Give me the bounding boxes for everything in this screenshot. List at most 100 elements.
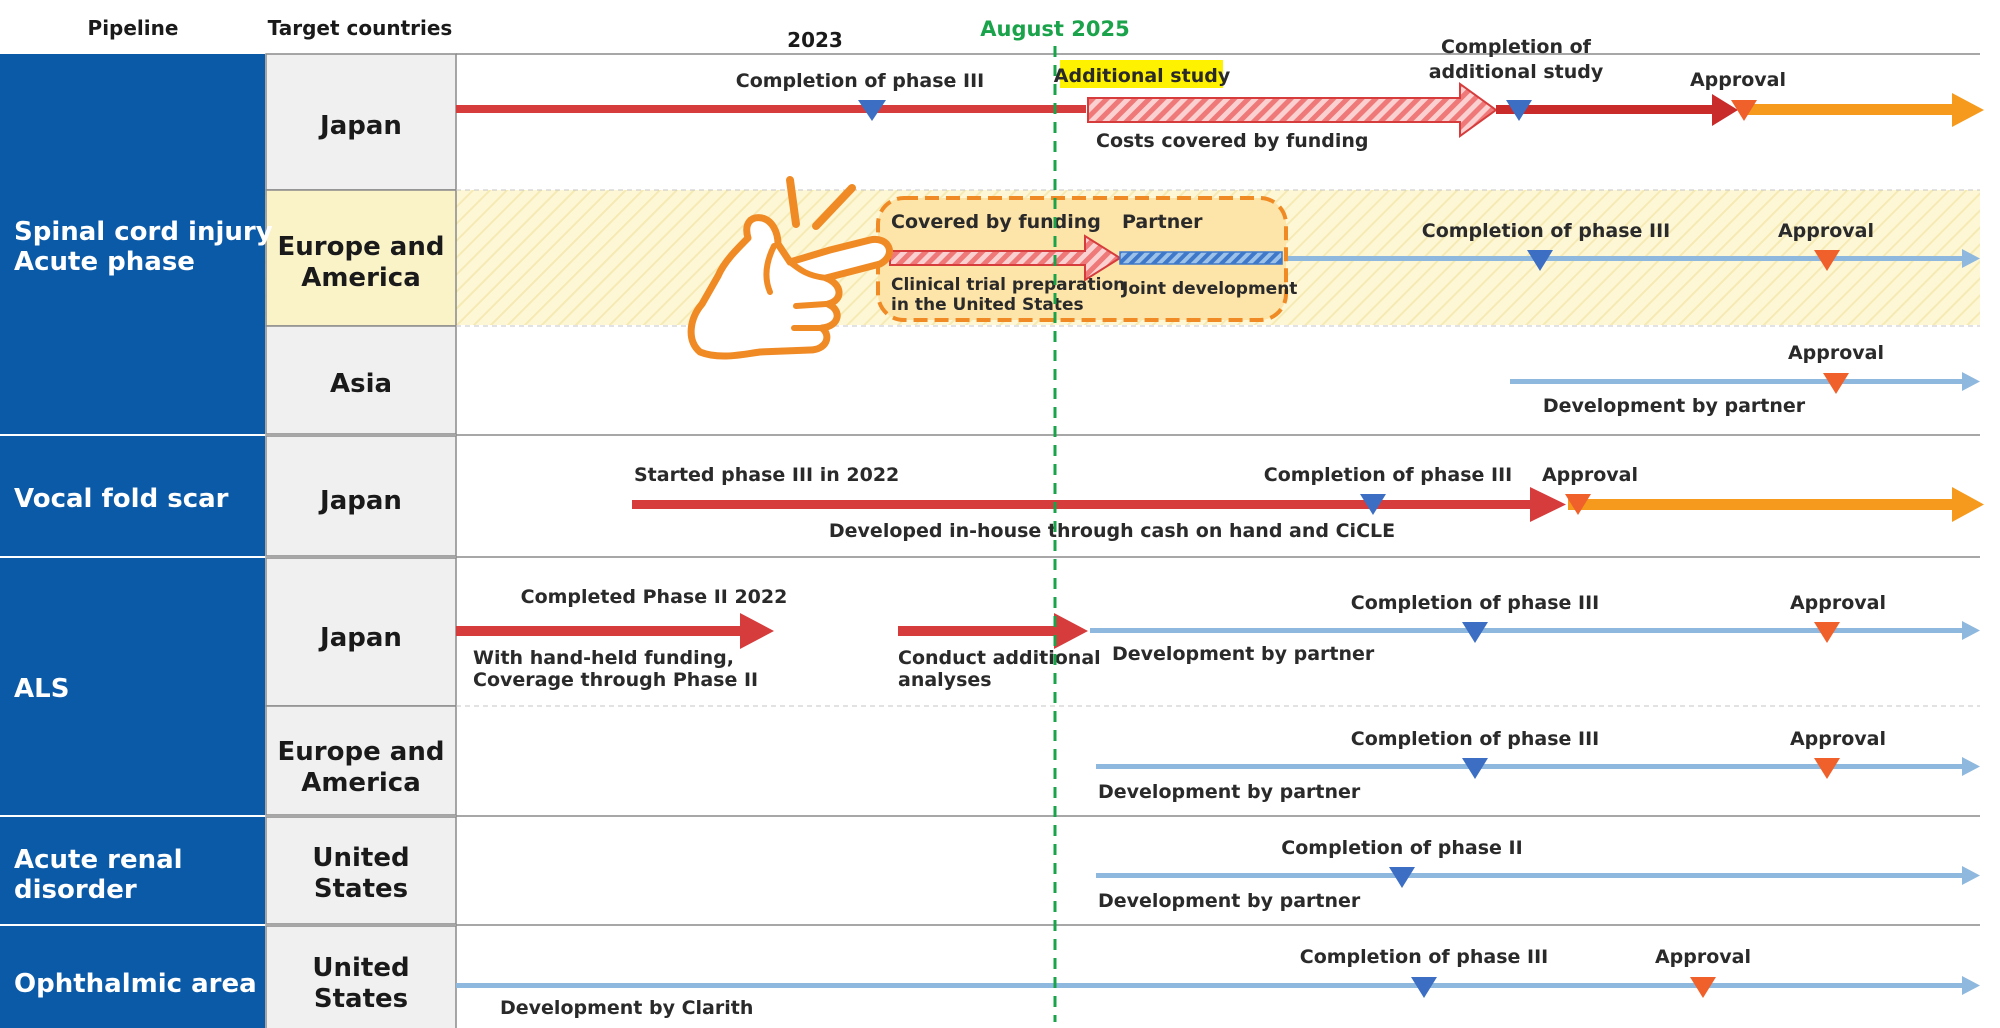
pipeline-cell-vocal bbox=[0, 436, 265, 556]
oph-arrowhead bbox=[1962, 976, 1980, 995]
country-cell-sci-asia bbox=[265, 325, 457, 435]
pipeline-cell-sci bbox=[0, 54, 265, 434]
label: Completion of phase III bbox=[1351, 728, 1599, 750]
label: Completion of phase III bbox=[1264, 464, 1512, 486]
year-2023-label: 2023 bbox=[787, 28, 843, 52]
label: With hand-held funding, bbox=[473, 647, 734, 669]
country-label: States bbox=[314, 984, 408, 1014]
label: Completed Phase II 2022 bbox=[521, 586, 788, 608]
sci-eu-arrowhead bbox=[1962, 249, 1980, 268]
milestone-marker bbox=[1462, 622, 1488, 643]
label: Approval bbox=[1790, 728, 1886, 750]
country-label: America bbox=[301, 768, 421, 798]
label: Completion of bbox=[1441, 36, 1592, 58]
milestone-marker bbox=[1389, 867, 1415, 888]
pipeline-label: Spinal cord injury bbox=[14, 217, 273, 247]
als-japan-end-arrowhead bbox=[1962, 621, 1980, 640]
label: Development by Clarith bbox=[500, 997, 753, 1019]
sci-asia-arrowhead bbox=[1962, 372, 1980, 391]
renal-arrowhead bbox=[1962, 866, 1980, 885]
sci-japan-phase3-bar bbox=[456, 105, 1086, 113]
label: Approval bbox=[1788, 342, 1884, 364]
sci-japan-approval-bar bbox=[1740, 104, 1960, 115]
country-cell-sci-eu bbox=[265, 189, 457, 327]
pipeline-label: Ophthalmic area bbox=[14, 969, 257, 999]
als-eu-arrowhead bbox=[1962, 757, 1980, 776]
label: Development by partner bbox=[1098, 781, 1361, 803]
country-cell-vocal-japan bbox=[265, 435, 457, 557]
joint-development-bar bbox=[1119, 251, 1283, 265]
label: Additional study bbox=[1054, 65, 1231, 87]
milestone-marker bbox=[1411, 977, 1437, 998]
label: Costs covered by funding bbox=[1096, 130, 1369, 152]
label: Development by partner bbox=[1098, 890, 1361, 912]
label: Started phase III in 2022 bbox=[634, 464, 899, 486]
label: Completion of phase III bbox=[1300, 946, 1548, 968]
sci-japan-arrowhead bbox=[1712, 94, 1738, 126]
sci-japan-additional-study-arrow bbox=[1087, 82, 1498, 138]
label: Covered by funding bbox=[891, 211, 1101, 233]
label: Completion of phase II bbox=[1281, 837, 1522, 859]
milestone-marker bbox=[1731, 100, 1757, 121]
label: Coverage through Phase II bbox=[473, 669, 758, 691]
milestone-marker bbox=[1527, 250, 1553, 271]
oph-bar bbox=[456, 983, 1970, 988]
country-label: Europe and bbox=[278, 232, 445, 262]
pipeline-header: Pipeline bbox=[88, 16, 179, 40]
pipeline-cell-renal bbox=[0, 817, 265, 924]
label: Completion of phase III bbox=[1351, 592, 1599, 614]
renal-partner-bar bbox=[1096, 873, 1970, 878]
label: additional study bbox=[1429, 61, 1604, 83]
label: Joint development bbox=[1121, 279, 1297, 299]
vocal-arrowhead bbox=[1530, 487, 1566, 522]
als-eu-partner-bar bbox=[1096, 764, 1970, 769]
label: Partner bbox=[1122, 211, 1203, 233]
current-date-label: August 2025 bbox=[980, 17, 1129, 41]
als-japan-phase2-bar bbox=[456, 626, 742, 636]
label: Approval bbox=[1655, 946, 1751, 968]
country-label: Europe and bbox=[278, 737, 445, 767]
pipeline-label: Acute phase bbox=[14, 247, 195, 277]
country-label: Japan bbox=[318, 623, 402, 653]
label: Approval bbox=[1542, 464, 1638, 486]
label: Completion of phase III bbox=[1422, 220, 1670, 242]
additional-study-highlight bbox=[1060, 60, 1223, 88]
label: Approval bbox=[1690, 69, 1786, 91]
vocal-end-arrowhead bbox=[1952, 487, 1984, 522]
country-label: United bbox=[312, 843, 409, 873]
country-cell-oph-us bbox=[265, 925, 457, 1028]
sci-japan-bar bbox=[1496, 105, 1716, 114]
milestone-marker bbox=[1823, 373, 1849, 394]
milestone-marker bbox=[1360, 494, 1386, 515]
als-japan-arrowhead bbox=[740, 613, 774, 649]
pipeline-cell-oph bbox=[0, 926, 265, 1028]
sci-japan-end-arrowhead bbox=[1952, 93, 1984, 127]
label: Development by partner bbox=[1112, 643, 1375, 665]
label: Development by partner bbox=[1543, 395, 1806, 417]
milestone-marker bbox=[1690, 977, 1716, 998]
milestone-marker bbox=[1814, 622, 1840, 643]
pipeline-cell-als bbox=[0, 558, 265, 815]
milestone-marker bbox=[1565, 494, 1591, 515]
country-cell-sci-japan bbox=[265, 53, 457, 191]
sci-eu-partner-bar bbox=[1288, 256, 1970, 261]
pipeline-label: disorder bbox=[14, 875, 137, 905]
als-japan-arrowhead bbox=[1054, 613, 1088, 649]
label: Conduct additional bbox=[898, 647, 1101, 669]
label: analyses bbox=[898, 669, 992, 691]
country-label: Japan bbox=[318, 111, 402, 141]
pipeline-label: Acute renal bbox=[14, 845, 183, 875]
als-japan-partner-bar bbox=[1090, 628, 1970, 633]
vocal-phase3-bar bbox=[632, 500, 1534, 509]
milestone-marker bbox=[858, 100, 886, 121]
country-cell-als-eu bbox=[265, 705, 457, 816]
als-japan-analyses-bar bbox=[898, 626, 1056, 636]
milestone-marker bbox=[1462, 758, 1488, 779]
label: Approval bbox=[1778, 220, 1874, 242]
country-label: States bbox=[314, 874, 408, 904]
us-prep-arrow bbox=[889, 234, 1122, 282]
label: Developed in-house through cash on hand … bbox=[829, 520, 1395, 542]
country-label: America bbox=[301, 263, 421, 293]
country-label: Asia bbox=[330, 369, 392, 399]
